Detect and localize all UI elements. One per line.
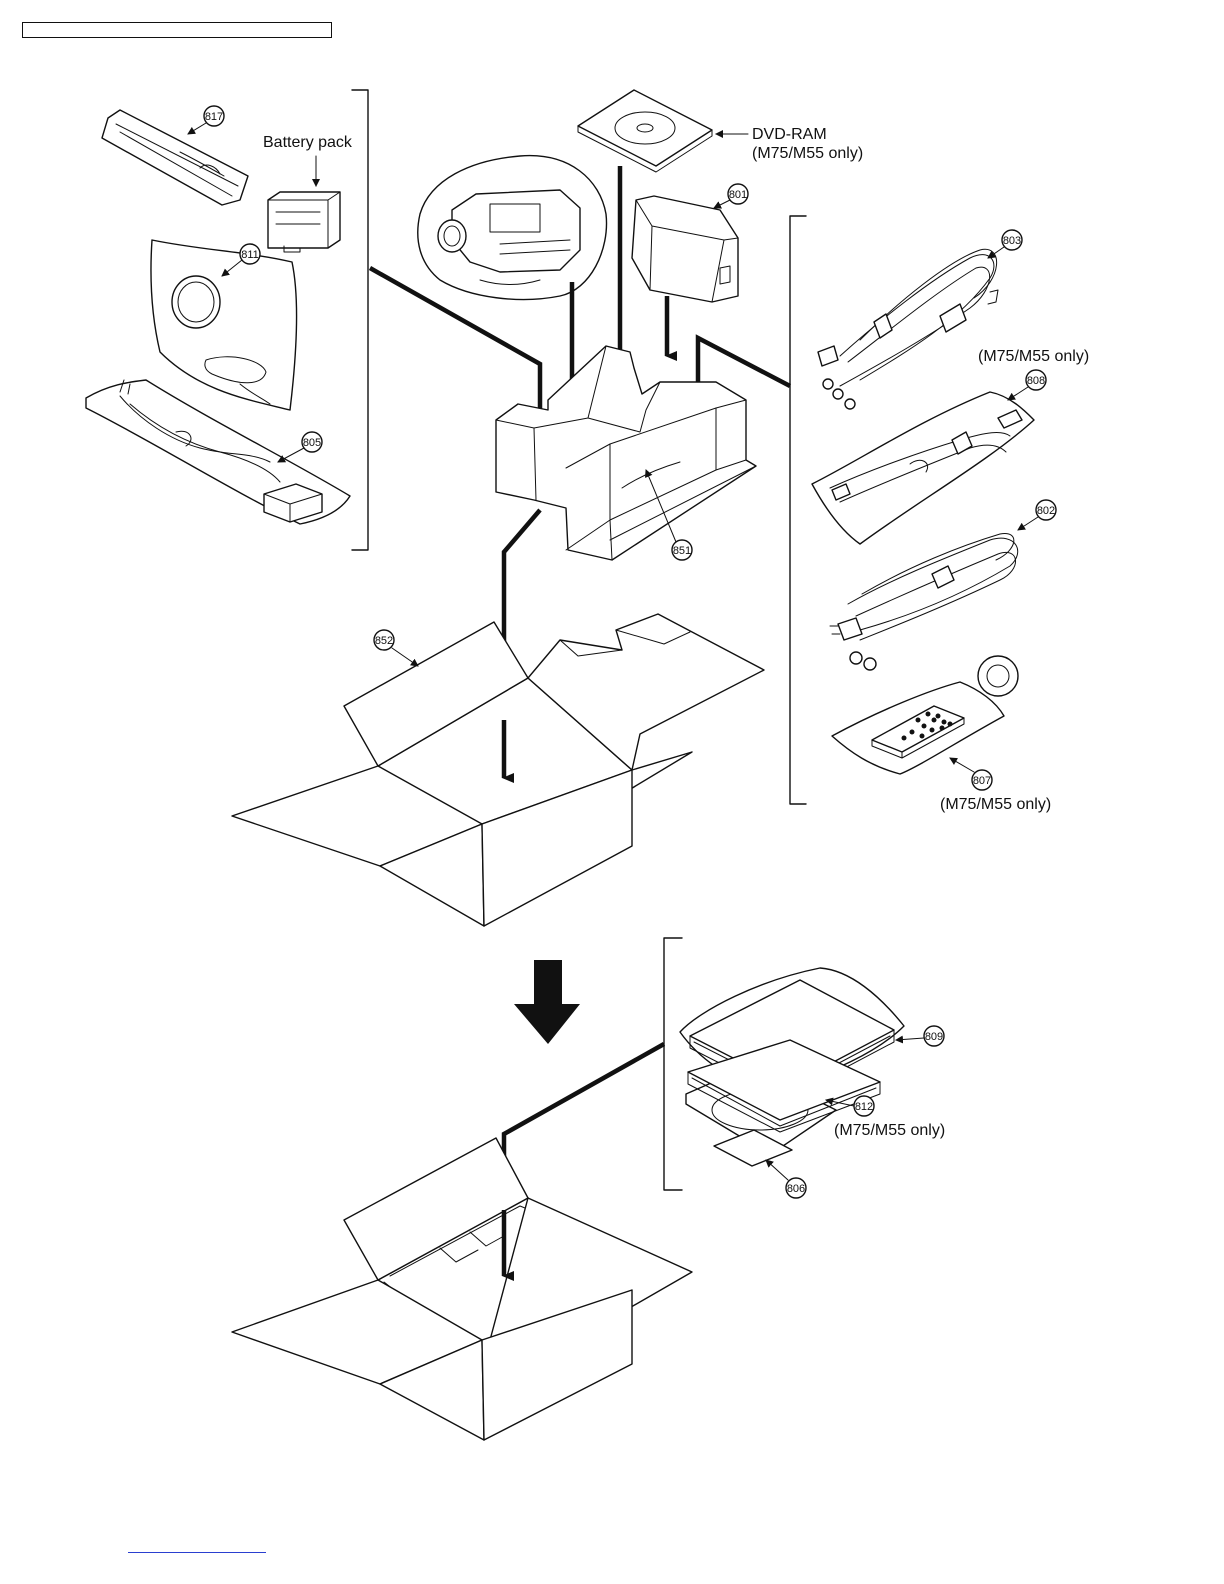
callout-806: 806	[787, 1183, 805, 1195]
label-812-m75-m55-only: (M75/M55 only)	[834, 1122, 945, 1139]
part-817-strap	[102, 110, 248, 205]
lower-box	[232, 1138, 692, 1440]
callout-851: 851	[673, 545, 691, 557]
part-811-lens-cap-bag	[151, 240, 297, 410]
part-807-remote-control-bag	[832, 656, 1018, 774]
part-802-dc-cable	[830, 533, 1018, 670]
camcorder-in-bag	[418, 156, 607, 300]
callout-817: 817	[205, 111, 223, 123]
footer-link-line[interactable]	[128, 1552, 266, 1554]
part-803-av-cable	[818, 249, 998, 409]
part-851-cardboard-insert	[496, 346, 756, 560]
callout-852: 852	[375, 635, 393, 647]
label-battery-pack: Battery pack	[263, 134, 353, 151]
label-807-m75-m55-only: (M75/M55 only)	[940, 796, 1051, 813]
left-group-bracket	[352, 90, 368, 550]
lower-group-bracket	[664, 938, 682, 1190]
callout-811: 811	[241, 249, 259, 261]
callout-809: 809	[925, 1031, 943, 1043]
part-808-usb-cable-bag	[812, 392, 1034, 544]
label-dvd-ram: DVD-RAM	[752, 126, 827, 143]
callout-807: 807	[973, 775, 991, 787]
label-808-m75-m55-only: (M75/M55 only)	[978, 348, 1089, 365]
big-down-arrow	[514, 960, 580, 1044]
part-852-upper-box	[232, 614, 764, 926]
battery-pack	[268, 192, 340, 252]
part-801-charger	[632, 196, 738, 302]
callout-801: 801	[729, 189, 747, 201]
callout-808: 808	[1027, 375, 1045, 387]
callout-803: 803	[1003, 235, 1021, 247]
callout-802: 802	[1037, 505, 1055, 517]
label-dvd-ram-m75-m55-only: (M75/M55 only)	[752, 145, 863, 162]
callout-812: 812	[855, 1101, 873, 1113]
right-group-bracket	[790, 216, 806, 804]
dvd-ram-disc	[578, 90, 712, 172]
callout-805: 805	[303, 437, 321, 449]
